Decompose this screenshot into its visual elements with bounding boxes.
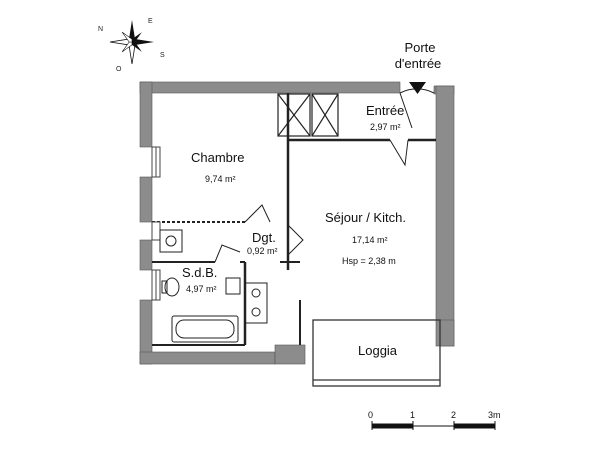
- entrance-label: Porte d'entrée: [395, 40, 442, 72]
- doors: [214, 88, 435, 263]
- room-loggia-name: Loggia: [358, 343, 398, 358]
- compass-n-label: N: [98, 26, 104, 33]
- room-sejour-height: Hsp = 2,38 m: [342, 256, 396, 266]
- scale-tick-1: 1: [410, 410, 416, 420]
- wall-left-low: [139, 239, 153, 271]
- room-sdb-area: 4,97 m²: [186, 284, 217, 294]
- closets: [277, 93, 339, 137]
- room-entree-name: Entrée: [366, 103, 405, 118]
- dgt-door-2: [214, 244, 241, 263]
- room-entree-area: 2,97 m²: [370, 122, 401, 132]
- room-chambre-area: 9,74 m²: [205, 174, 236, 184]
- sejour-door: [389, 139, 409, 167]
- compass-e-label: E: [148, 18, 153, 25]
- wall-right: [435, 85, 455, 347]
- wall-left-mid: [139, 176, 153, 223]
- entrance-door: [399, 88, 435, 129]
- entrance-label-line2: d'entrée: [394, 56, 442, 71]
- wall-left-upper: [139, 81, 153, 148]
- compass-o-label: O: [116, 66, 122, 73]
- compass-rose-icon: [109, 20, 154, 65]
- wall-bottom: [139, 351, 276, 365]
- room-sdb-name: S.d.B.: [182, 265, 218, 280]
- walls: [139, 81, 455, 365]
- room-sejour-area: 17,14 m²: [352, 235, 388, 245]
- scale-tick-2: 2: [451, 410, 457, 420]
- kitchen-unit: [244, 282, 268, 324]
- windows: [151, 146, 161, 301]
- room-dgt-name: Dgt.: [252, 230, 276, 245]
- wall-right-bottom: [439, 319, 455, 347]
- room-sejour-name: Séjour / Kitch.: [325, 210, 406, 225]
- wall-bottom-step: [274, 344, 306, 365]
- entrance-arrow-icon: [409, 82, 426, 94]
- loggia-outline: [312, 319, 441, 387]
- fixtures: [159, 229, 268, 343]
- dgt-door-1: [244, 204, 271, 223]
- washbasin: [225, 277, 241, 295]
- scale-tick-3: 3m: [488, 410, 501, 420]
- toilet: [164, 277, 180, 297]
- entrance-label-line1: Porte: [404, 40, 436, 55]
- scale-tick-0: 0: [368, 410, 374, 420]
- wall-top-left: [139, 81, 401, 94]
- shower: [159, 229, 183, 253]
- scale-bar: [371, 421, 496, 430]
- dgt-door-3: [287, 224, 304, 256]
- room-dgt-area: 0,92 m²: [247, 246, 278, 256]
- room-chambre-name: Chambre: [191, 150, 245, 165]
- bathtub: [171, 315, 239, 343]
- compass-s-label: S: [160, 52, 165, 59]
